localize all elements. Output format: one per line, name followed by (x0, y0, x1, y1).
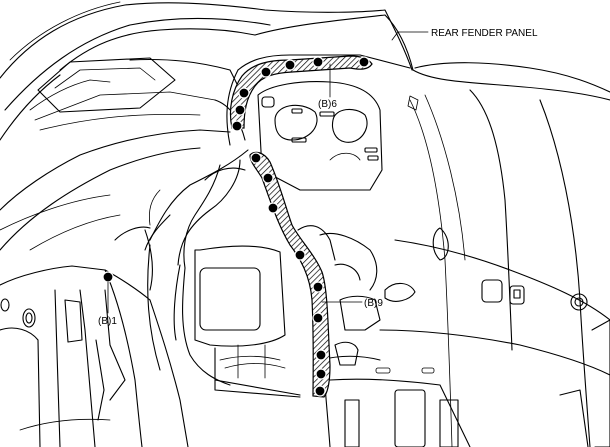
weld-point (260, 66, 272, 78)
floor-structure (319, 355, 471, 447)
weld-point (238, 87, 250, 99)
right-body-structure (379, 89, 610, 447)
rear-fender-panel-outline (226, 14, 610, 447)
weld-point (312, 312, 324, 324)
roof-outline (0, 1, 413, 141)
weld-point (315, 368, 327, 380)
fender-leader-line-tip (391, 31, 399, 41)
weld-seam-upper (229, 55, 373, 132)
weld-point (102, 271, 114, 283)
weld-point (358, 56, 370, 68)
weld-seam-pillar (249, 151, 363, 398)
weld-point (294, 249, 306, 261)
seam-hatch-pillar (249, 151, 331, 398)
weld-point (315, 349, 327, 361)
weld-point (314, 385, 326, 397)
left-lower-structure (0, 194, 189, 447)
inner-panel-features (257, 81, 419, 191)
window-opening (37, 57, 176, 113)
seam-hatch-upper (229, 55, 373, 129)
label-b6: (B)6 (318, 99, 337, 110)
quarter-panel-surface (0, 58, 246, 251)
weld-single-left (102, 271, 114, 314)
weld-point (312, 281, 324, 293)
wheelhouse-structure (144, 149, 416, 398)
weld-point (234, 104, 246, 116)
weld-point (262, 172, 274, 184)
label-rear-fender-panel: REAR FENDER PANEL (431, 28, 538, 39)
label-b9: (B)9 (364, 298, 383, 309)
weld-point (284, 59, 296, 71)
weld-point (231, 120, 243, 132)
weld-point (250, 152, 262, 164)
weld-point (267, 202, 279, 214)
weld-point (312, 56, 324, 68)
label-b1: (B)1 (98, 316, 117, 327)
